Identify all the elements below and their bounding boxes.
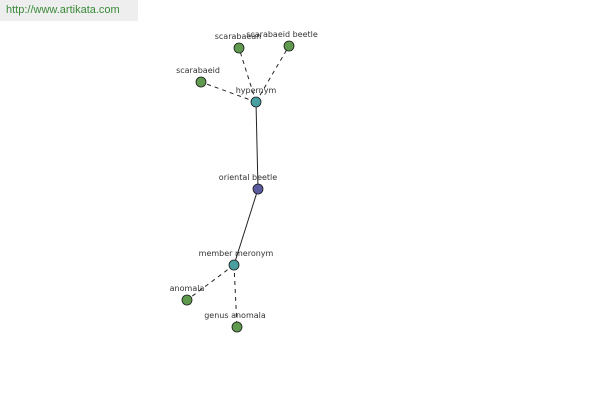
node-scarabaeid-beetle[interactable]: scarabaeid beetle (246, 30, 318, 52)
node-circle-scarabaean[interactable] (233, 42, 245, 54)
node-circle-anomala[interactable] (181, 294, 193, 306)
node-label-hypernym[interactable]: hypernym (236, 86, 277, 95)
edge-hypernym-to-scarabaeid-beetle (255, 45, 290, 103)
edge-hypernym-to-scarabaeid (200, 81, 257, 103)
node-scarabaeid[interactable]: scarabaeid (176, 66, 220, 88)
node-circle-genus-anomala[interactable] (231, 321, 243, 333)
node-member-meronym[interactable]: member meronym (199, 249, 274, 271)
node-label-genus-anomala[interactable]: genus anomala (204, 311, 266, 320)
node-circle-scarabaeid-beetle[interactable] (283, 40, 295, 52)
node-circle-member-meronym[interactable] (228, 259, 240, 271)
node-label-center[interactable]: oriental beetle (219, 173, 277, 182)
edge-member-meronym-to-anomala (186, 264, 235, 301)
node-center[interactable]: oriental beetle (219, 173, 277, 195)
node-anomala[interactable]: anomala (170, 284, 205, 306)
node-label-scarabaean[interactable]: scarabaean (215, 32, 262, 41)
edge-hypernym-to-scarabaean (238, 47, 257, 103)
site-url-link[interactable]: http://www.artikata.com (6, 4, 120, 16)
node-label-scarabaeid[interactable]: scarabaeid (176, 66, 220, 75)
edge-center-to-hypernym (255, 101, 259, 190)
node-genus-anomala[interactable]: genus anomala (204, 311, 266, 333)
node-scarabaean[interactable]: scarabaean (215, 32, 262, 54)
edge-center-to-member-meronym (233, 188, 259, 266)
node-circle-hypernym[interactable] (250, 96, 262, 108)
node-label-member-meronym[interactable]: member meronym (199, 249, 274, 258)
nodes-layer: oriental beetle hypernym member meronym sca… (170, 30, 318, 333)
node-label-anomala[interactable]: anomala (170, 284, 205, 293)
node-label-scarabaeid-beetle[interactable]: scarabaeid beetle (246, 30, 318, 39)
node-circle-scarabaeid[interactable] (195, 76, 207, 88)
edge-member-meronym-to-genus-anomala (233, 264, 238, 328)
site-url-banner: http://www.artikata.com (0, 0, 138, 21)
edges-layer (186, 45, 290, 328)
node-hypernym[interactable]: hypernym (236, 86, 277, 108)
node-circle-center[interactable] (252, 183, 264, 195)
